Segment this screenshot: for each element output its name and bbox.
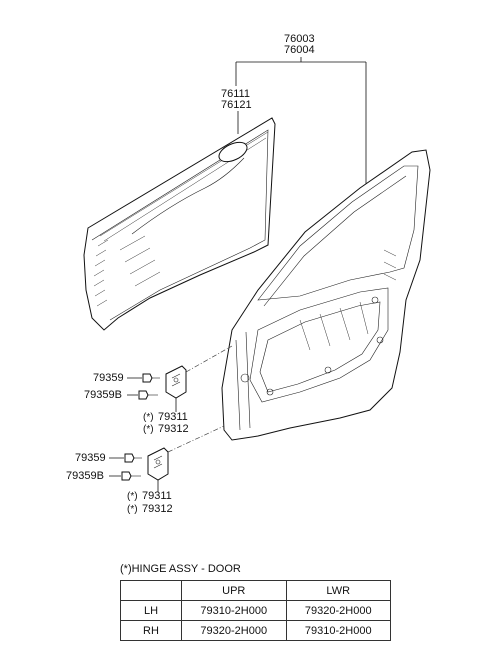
lower-hinge-bolt-b	[121, 471, 141, 481]
lower-hinge-bolt-a	[124, 453, 142, 463]
leader-upper-bolts	[127, 377, 142, 396]
hinge-assy-table-section: (*)HINGE ASSY - DOOR UPR LWR LH 79310-2H…	[120, 561, 396, 641]
table-cell-upr: 79320-2H000	[181, 620, 287, 641]
callout-upper-79311: 79311	[158, 411, 188, 423]
table-row: LH 79310-2H000 79320-2H000	[120, 600, 391, 621]
callout-upper-79359B: 79359B	[84, 389, 122, 401]
callout-upper-79312: 79312	[158, 423, 189, 435]
upper-hinge-bolt-b	[138, 390, 158, 400]
leader-lower-bolts	[109, 457, 124, 477]
table-header-lwr: LWR	[285, 580, 391, 601]
hinge-table-title: (*)HINGE ASSY - DOOR	[120, 561, 396, 577]
callout-76121: 76121	[221, 99, 252, 111]
table-header-upr: UPR	[181, 580, 287, 601]
upper-hinge-alignment-line	[185, 345, 233, 373]
upper-hinge-marker-1: (*)	[143, 412, 154, 423]
door-outer-panel	[83, 117, 276, 331]
table-cell-lwr: 79310-2H000	[285, 620, 391, 641]
callout-lower-79311: 79311	[142, 490, 172, 502]
lower-hinge-marker-2: (*)	[127, 504, 138, 515]
callout-lower-79359B: 79359B	[66, 470, 104, 482]
table-cell-side: RH	[120, 620, 182, 641]
table-cell-lwr: 79320-2H000	[285, 600, 391, 621]
table-cell-upr: 79310-2H000	[181, 600, 287, 621]
lower-hinge-marker-1: (*)	[127, 491, 138, 502]
lower-hinge-alignment-line	[167, 425, 225, 453]
hinge-table-marker: (*)	[120, 563, 132, 575]
callout-76004: 76004	[284, 44, 315, 56]
callout-76003: 76003	[284, 33, 315, 45]
upper-hinge	[165, 365, 187, 399]
callout-76111: 76111	[221, 88, 250, 100]
upper-hinge-marker-2: (*)	[143, 424, 154, 435]
upper-hinge-bolt-a	[142, 373, 160, 383]
table-row: RH 79320-2H000 79310-2H000	[120, 620, 391, 641]
callout-lower-79359: 79359	[75, 452, 106, 464]
hinge-assy-table: UPR LWR LH 79310-2H000 79320-2H000 RH 79…	[120, 580, 391, 641]
table-header-corner	[120, 580, 182, 601]
door-frame-assembly	[221, 149, 431, 441]
lower-hinge	[147, 447, 169, 481]
callout-upper-79359: 79359	[93, 372, 124, 384]
hinge-table-title-text: HINGE ASSY - DOOR	[131, 563, 241, 575]
callout-lower-79312: 79312	[142, 503, 173, 515]
table-header-row: UPR LWR	[120, 580, 391, 601]
leader-76003	[235, 57, 367, 196]
table-cell-side: LH	[120, 600, 182, 621]
